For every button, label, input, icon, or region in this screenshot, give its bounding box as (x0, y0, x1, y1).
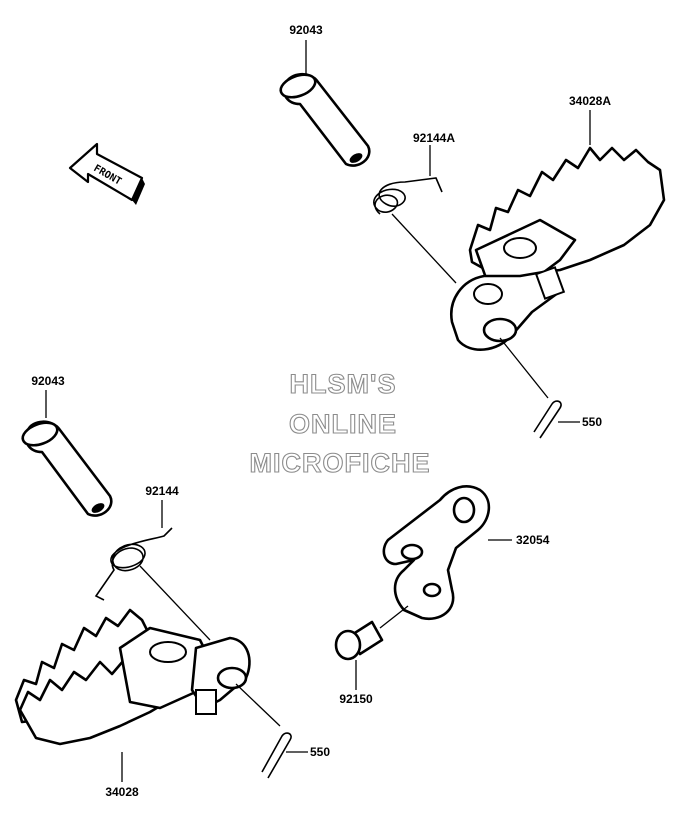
callout-spring-top: 92144A (413, 131, 455, 145)
footpeg-bottom (14, 608, 251, 782)
watermark: HLSM'S ONLINE MICROFICHE (249, 368, 431, 478)
callout-cotter-top: 550 (582, 415, 602, 429)
callout-bolt: 92150 (339, 692, 373, 706)
watermark-line-3: MICROFICHE (250, 448, 431, 478)
spring-top (373, 145, 457, 284)
pin-bottom (21, 390, 113, 517)
watermark-line-1: HLSM'S (290, 369, 397, 399)
watermark-line-2: ONLINE (289, 409, 397, 439)
callout-pin-top: 92043 (289, 23, 323, 37)
callout-cotter-bottom: 550 (310, 745, 330, 759)
callout-pin-bottom: 92043 (31, 374, 65, 388)
cotter-pin-top (499, 337, 580, 439)
callout-footpeg-top: 34028A (569, 94, 611, 108)
front-arrow: FRONT (68, 142, 145, 205)
cotter-pin-bottom (235, 683, 308, 779)
bracket (382, 485, 512, 621)
footpeg-top (450, 110, 666, 351)
callout-spring-bottom: 92144 (145, 484, 179, 498)
pin-top (279, 40, 371, 167)
bolt (334, 605, 409, 690)
spring-bottom (94, 500, 211, 641)
callout-bracket: 32054 (516, 533, 550, 547)
callout-footpeg-bottom: 34028 (105, 785, 139, 799)
